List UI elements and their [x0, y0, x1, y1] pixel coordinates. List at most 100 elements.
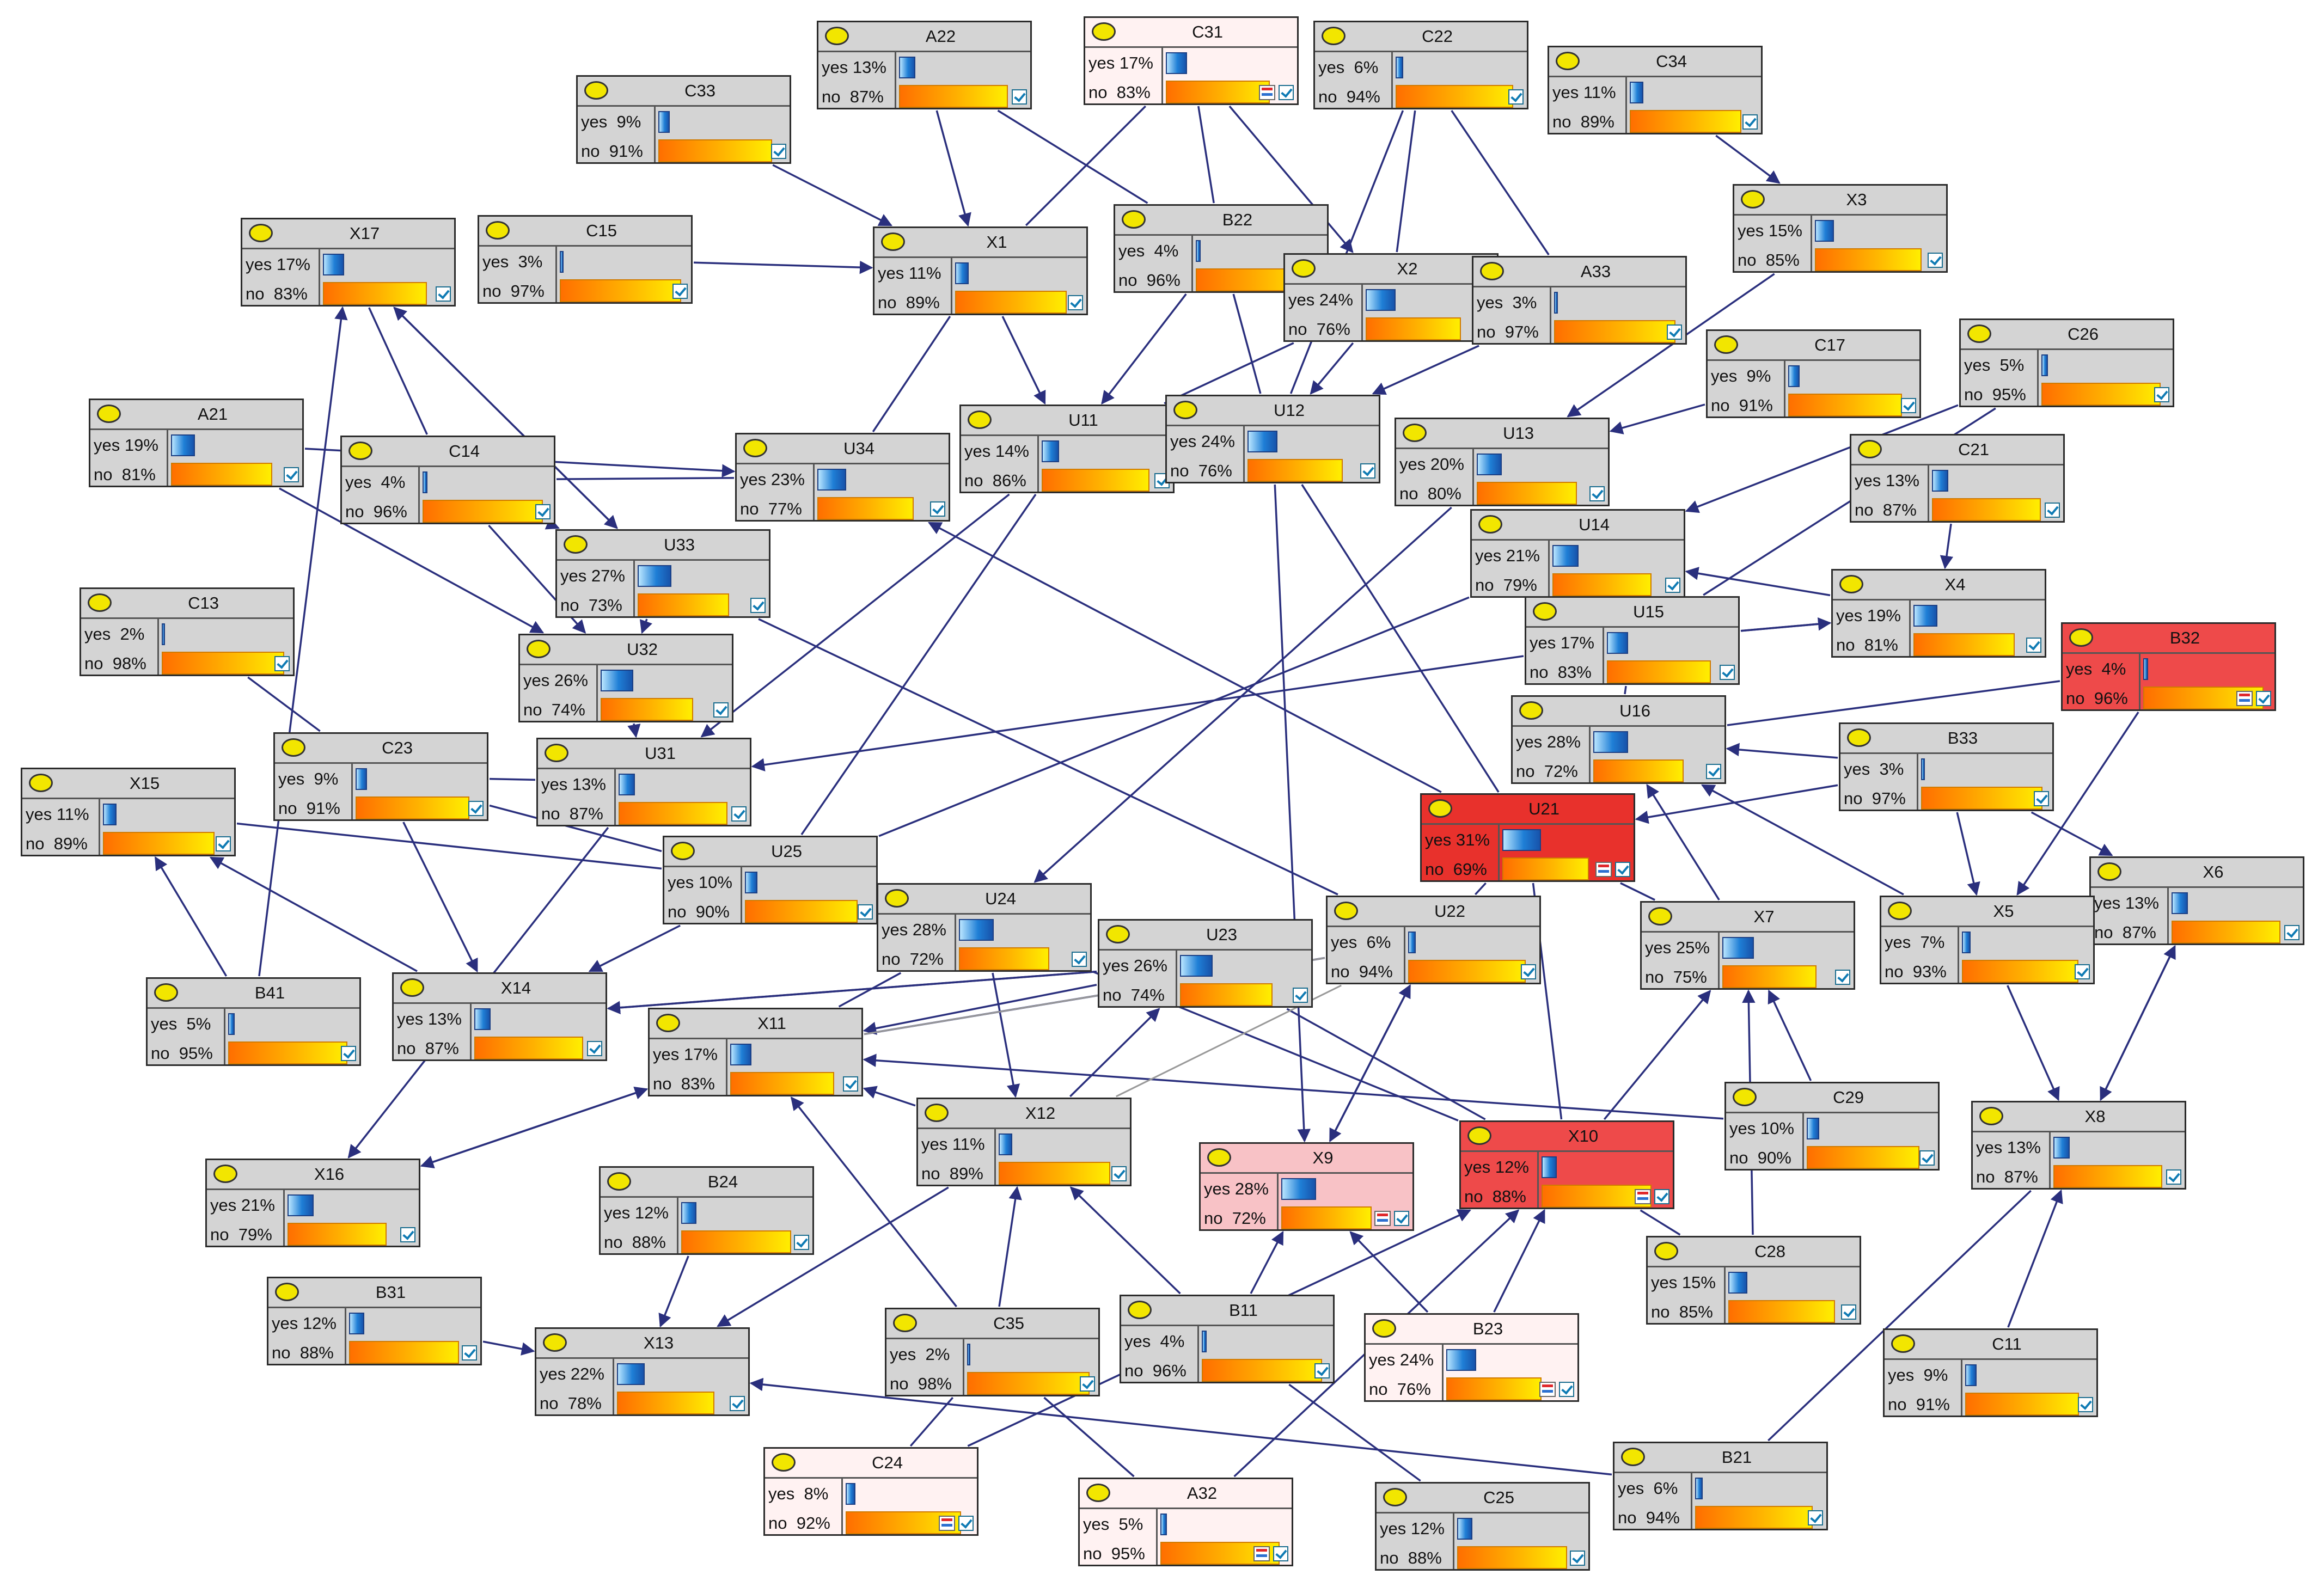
node-title-bar[interactable]: C21 [1851, 436, 2063, 465]
node-title-bar[interactable]: U14 [1472, 511, 1684, 541]
checkbox-icon[interactable] [341, 1046, 356, 1061]
checkbox-icon[interactable] [1742, 114, 1758, 130]
node-title-bar[interactable]: C15 [479, 217, 691, 247]
checkbox-icon[interactable] [284, 467, 299, 482]
node-title-bar[interactable]: A22 [818, 22, 1030, 52]
checkbox-icon[interactable] [730, 1396, 745, 1411]
node-title-bar[interactable]: B21 [1614, 1443, 1826, 1473]
node-title-bar[interactable]: B31 [268, 1278, 480, 1308]
node-title-bar[interactable]: X10 [1461, 1122, 1673, 1152]
node-title-bar[interactable]: U12 [1167, 396, 1379, 426]
evidence-table-icon[interactable] [1635, 1189, 1651, 1204]
node-title-bar[interactable]: X9 [1201, 1144, 1412, 1174]
node-title-bar[interactable]: C24 [765, 1449, 977, 1479]
node-title-bar[interactable]: C33 [578, 77, 790, 107]
node-title-bar[interactable]: X4 [1833, 571, 2045, 601]
node-title-bar[interactable]: U16 [1513, 697, 1724, 727]
checkbox-icon[interactable] [1808, 1510, 1823, 1525]
node-title-bar[interactable]: X1 [874, 228, 1086, 258]
evidence-table-icon[interactable] [1253, 1546, 1270, 1561]
node-title-bar[interactable]: U31 [538, 739, 750, 769]
node-title-bar[interactable]: U34 [737, 434, 949, 464]
node-title-bar[interactable]: U22 [1328, 897, 1539, 927]
checkbox-icon[interactable] [1570, 1551, 1585, 1566]
checkbox-icon[interactable] [535, 504, 551, 519]
node-title-bar[interactable]: C28 [1648, 1237, 1860, 1267]
checkbox-icon[interactable] [2078, 1397, 2093, 1412]
checkbox-icon[interactable] [1665, 578, 1680, 593]
checkbox-icon[interactable] [1589, 486, 1605, 501]
node-title-bar[interactable]: A33 [1473, 258, 1685, 287]
node-title-bar[interactable]: C23 [275, 734, 487, 764]
node-title-bar[interactable]: C34 [1549, 47, 1761, 77]
checkbox-icon[interactable] [1068, 295, 1083, 310]
checkbox-icon[interactable] [1111, 1166, 1127, 1181]
node-title-bar[interactable]: U24 [878, 885, 1090, 915]
node-title-bar[interactable]: X14 [394, 974, 606, 1004]
node-title-bar[interactable]: C25 [1377, 1484, 1588, 1514]
checkbox-icon[interactable] [1835, 970, 1850, 985]
node-title-bar[interactable]: B32 [2063, 624, 2274, 654]
checkbox-icon[interactable] [1667, 324, 1682, 340]
checkbox-icon[interactable] [400, 1227, 415, 1242]
checkbox-icon[interactable] [1901, 398, 1916, 413]
checkbox-icon[interactable] [672, 284, 688, 299]
node-title-bar[interactable]: X17 [242, 219, 454, 249]
checkbox-icon[interactable] [1360, 463, 1375, 479]
checkbox-icon[interactable] [2034, 791, 2049, 806]
checkbox-icon[interactable] [1928, 253, 1943, 268]
checkbox-icon[interactable] [2045, 503, 2060, 518]
node-title-bar[interactable]: U33 [557, 531, 769, 561]
evidence-table-icon[interactable] [1595, 862, 1612, 877]
checkbox-icon[interactable] [713, 702, 729, 718]
checkbox-icon[interactable] [274, 656, 290, 671]
checkbox-icon[interactable] [843, 1076, 858, 1092]
checkbox-icon[interactable] [2284, 925, 2299, 940]
checkbox-icon[interactable] [462, 1345, 477, 1361]
checkbox-icon[interactable] [1012, 89, 1027, 105]
node-title-bar[interactable]: U11 [961, 406, 1173, 436]
node-title-bar[interactable]: X2 [1285, 255, 1497, 285]
node-title-bar[interactable]: C17 [1708, 331, 1919, 361]
node-title-bar[interactable]: X16 [207, 1160, 419, 1190]
checkbox-icon[interactable] [1706, 764, 1721, 779]
checkbox-icon[interactable] [2075, 964, 2090, 979]
node-title-bar[interactable]: B22 [1115, 206, 1327, 236]
checkbox-icon[interactable] [1394, 1211, 1409, 1226]
node-title-bar[interactable]: C14 [342, 437, 554, 467]
checkbox-icon[interactable] [750, 598, 766, 613]
